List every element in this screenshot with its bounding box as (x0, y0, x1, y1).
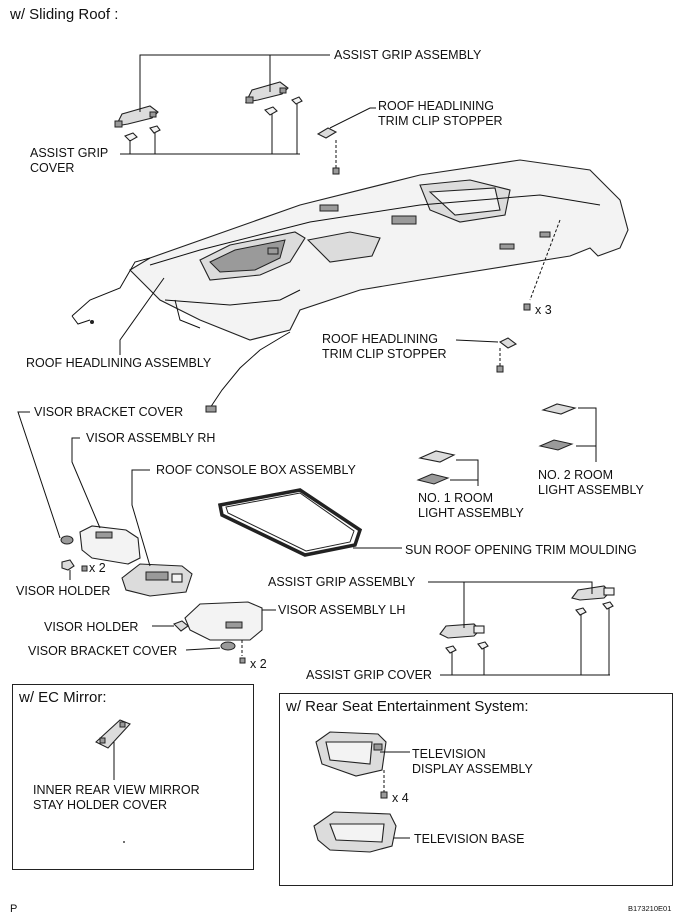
label-inner-rear-view-mirror-stay-holder-cover: INNER REAR VIEW MIRROR STAY HOLDER COVER (33, 783, 200, 812)
label-assist-grip-assembly-bottom: ASSIST GRIP ASSEMBLY (268, 575, 416, 589)
leader-lines-assist-grip-top (120, 54, 330, 155)
inner-rear-view-mirror-stay-holder-cover (95, 719, 131, 843)
roof-console-box-assembly (121, 469, 193, 597)
label-visor-holder-lh: VISOR HOLDER (44, 620, 139, 634)
leader-roof-headlining-assembly (119, 277, 165, 355)
rear-seat-entertainment-box: w/ Rear Seat Entertainment System: TELEV… (279, 693, 673, 886)
leader-visor-rh (17, 411, 101, 539)
assist-grip-top-left (114, 105, 159, 128)
visor-assembly-lh (184, 601, 276, 641)
label-no1-room-light-assembly: NO. 1 ROOM LIGHT ASSEMBLY (418, 491, 524, 520)
sun-roof-opening-trim-moulding (217, 488, 402, 557)
trim-clip-stopper-mid (455, 337, 518, 373)
label-assist-grip-assembly-top: ASSIST GRIP ASSEMBLY (334, 48, 482, 62)
label-sun-roof-opening-trim-moulding: SUN ROOF OPENING TRIM MOULDING (405, 543, 637, 557)
label-qty-x2-visor-rh: x 2 (89, 561, 106, 575)
assist-grip-covers-bottom (445, 601, 614, 654)
label-qty-x2-visor-lh: x 2 (250, 657, 267, 671)
label-visor-bracket-cover-bottom: VISOR BRACKET COVER (28, 644, 178, 658)
label-visor-assembly-lh: VISOR ASSEMBLY LH (278, 603, 406, 617)
label-visor-assembly-rh: VISOR ASSEMBLY RH (86, 431, 216, 445)
assist-grip-covers-top (124, 96, 303, 142)
page-letter: P (10, 903, 18, 915)
roof-headlining-panel (129, 159, 629, 341)
visor-holder-rh (61, 559, 75, 580)
wire-harness (71, 257, 291, 413)
visor-bracket-cover-lh (185, 640, 246, 664)
screw-x3 (523, 219, 561, 311)
rse-box-title: w/ Rear Seat Entertainment System: (286, 698, 529, 715)
television-base (313, 811, 410, 853)
ec-mirror-box: w/ EC Mirror: INNER REAR VIEW MIRROR STA… (12, 684, 254, 870)
label-visor-holder-rh: VISOR HOLDER (16, 584, 111, 598)
label-visor-bracket-cover-top: VISOR BRACKET COVER (34, 405, 184, 419)
label-assist-grip-cover-top: ASSIST GRIP COVER (30, 146, 109, 175)
screws-visor-rh (81, 565, 88, 572)
label-qty-x3: x 3 (535, 303, 552, 317)
visor-bracket-cover-rh (60, 535, 74, 545)
television-display-assembly (315, 731, 410, 799)
label-no2-room-light-assembly: NO. 2 ROOM LIGHT ASSEMBLY (538, 468, 644, 497)
label-television-base: TELEVISION BASE (414, 832, 525, 846)
label-television-display-assembly: TELEVISION DISPLAY ASSEMBLY (412, 747, 533, 776)
label-roof-headlining-trim-clip-stopper-top: ROOF HEADLINING TRIM CLIP STOPPER (378, 99, 503, 128)
leader-lines-assist-grip-bottom (428, 581, 610, 676)
figure-code: B173210E01 (628, 904, 672, 913)
assist-grip-bottom-left (439, 623, 485, 639)
trim-clip-stopper-top (316, 107, 376, 175)
page-title: w/ Sliding Roof : (10, 6, 119, 23)
label-roof-headlining-assembly: ROOF HEADLINING ASSEMBLY (26, 356, 212, 370)
label-assist-grip-cover-bottom: ASSIST GRIP COVER (306, 668, 432, 682)
ec-mirror-box-title: w/ EC Mirror: (19, 689, 107, 706)
label-roof-console-box-assembly: ROOF CONSOLE BOX ASSEMBLY (156, 463, 356, 477)
visor-assembly-rh (79, 525, 141, 565)
label-roof-headlining-trim-clip-stopper-mid: ROOF HEADLINING TRIM CLIP STOPPER (322, 332, 447, 361)
assist-grip-top-right (245, 81, 289, 104)
label-qty-x4: x 4 (392, 791, 409, 805)
no2-room-light (538, 403, 597, 462)
visor-holder-lh (152, 620, 189, 632)
no1-room-light (416, 450, 479, 486)
assist-grip-bottom-right (571, 585, 615, 601)
